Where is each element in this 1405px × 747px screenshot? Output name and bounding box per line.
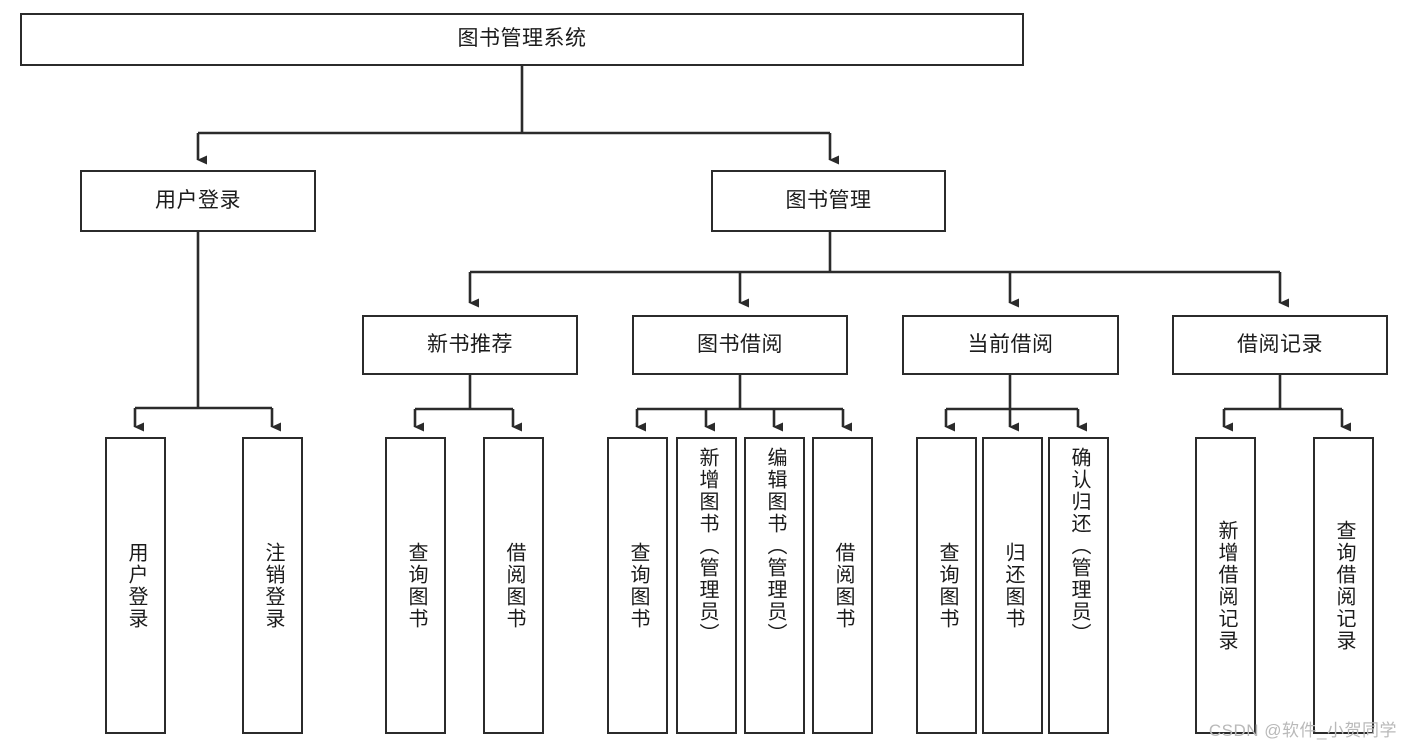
node-root-book-management-system[interactable]: 图书管理系统 bbox=[20, 13, 1024, 66]
node-label: 编辑图书（管理员） bbox=[764, 447, 786, 645]
node-label: 借阅图书 bbox=[503, 541, 525, 630]
node-current-borrow[interactable]: 当前借阅 bbox=[902, 315, 1119, 375]
leaf-book-borrow-add-book-admin[interactable]: 新增图书（管理员） bbox=[676, 437, 737, 734]
node-new-book-recommend[interactable]: 新书推荐 bbox=[362, 315, 578, 375]
node-label: 归还图书 bbox=[1002, 541, 1024, 630]
node-label: 图书借阅 bbox=[697, 332, 783, 356]
leaf-current-borrow-return-book[interactable]: 归还图书 bbox=[982, 437, 1043, 734]
node-label: 查询借阅记录 bbox=[1333, 519, 1355, 652]
node-label: 新增图书（管理员） bbox=[696, 447, 718, 645]
node-label: 查询图书 bbox=[627, 541, 649, 630]
node-user-login[interactable]: 用户登录 bbox=[80, 170, 316, 232]
node-label: 确认归还（管理员） bbox=[1068, 447, 1090, 645]
watermark-csdn: CSDN @软件_小贺同学 bbox=[1208, 721, 1397, 740]
leaf-user-login-login[interactable]: 用户登录 bbox=[105, 437, 166, 734]
node-label: 查询图书 bbox=[405, 541, 427, 630]
node-label: 用户登录 bbox=[125, 541, 147, 630]
leaf-new-book-borrow-book[interactable]: 借阅图书 bbox=[483, 437, 544, 734]
node-book-borrow[interactable]: 图书借阅 bbox=[632, 315, 848, 375]
leaf-borrow-record-query-record[interactable]: 查询借阅记录 bbox=[1313, 437, 1374, 734]
leaf-current-borrow-query-book[interactable]: 查询图书 bbox=[916, 437, 977, 734]
node-label: 新书推荐 bbox=[427, 332, 513, 356]
node-label: 借阅图书 bbox=[832, 541, 854, 630]
node-label: 图书管理 bbox=[785, 188, 872, 212]
leaf-current-borrow-confirm-return-admin[interactable]: 确认归还（管理员） bbox=[1048, 437, 1109, 734]
node-label: 借阅记录 bbox=[1237, 332, 1323, 356]
node-label: 当前借阅 bbox=[967, 332, 1054, 356]
node-label: 图书管理系统 bbox=[457, 27, 587, 51]
leaf-new-book-query-book[interactable]: 查询图书 bbox=[385, 437, 446, 734]
leaf-user-login-logout[interactable]: 注销登录 bbox=[242, 437, 303, 734]
node-borrow-record[interactable]: 借阅记录 bbox=[1172, 315, 1388, 375]
node-label: 查询图书 bbox=[936, 541, 958, 630]
leaf-borrow-record-add-record[interactable]: 新增借阅记录 bbox=[1195, 437, 1256, 734]
node-label: 注销登录 bbox=[262, 541, 284, 630]
leaf-book-borrow-query-book[interactable]: 查询图书 bbox=[607, 437, 668, 734]
leaf-book-borrow-borrow-book[interactable]: 借阅图书 bbox=[812, 437, 873, 734]
node-label: 新增借阅记录 bbox=[1215, 519, 1237, 652]
node-book-management[interactable]: 图书管理 bbox=[711, 170, 946, 232]
node-label: 用户登录 bbox=[155, 188, 241, 212]
leaf-book-borrow-edit-book-admin[interactable]: 编辑图书（管理员） bbox=[744, 437, 805, 734]
